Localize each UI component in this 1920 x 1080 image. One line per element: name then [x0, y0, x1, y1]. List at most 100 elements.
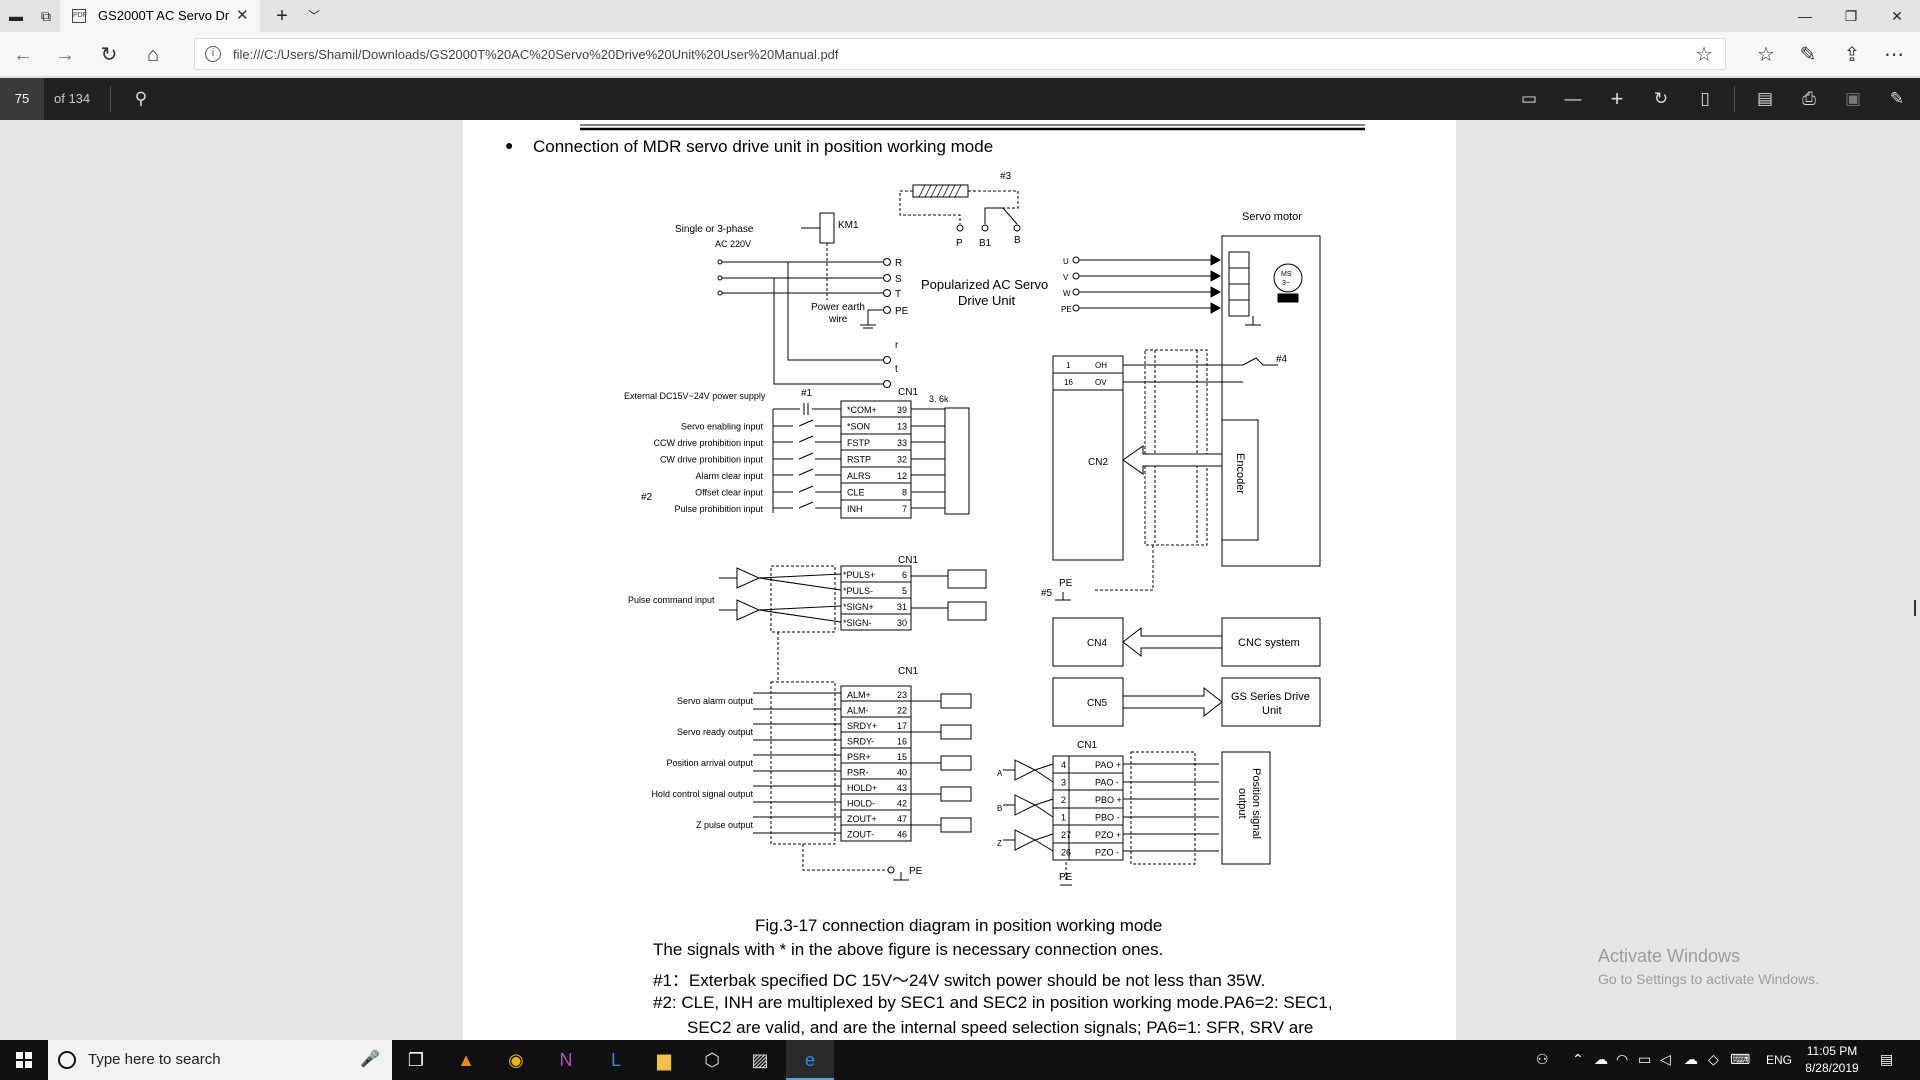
favorite-star-icon[interactable]: ☆: [1695, 44, 1713, 66]
cn1-position-pin: PZO -: [1095, 848, 1119, 858]
paragraph-4: SEC2 are valid, and are the internal spe…: [687, 1018, 1314, 1037]
cn1-input-num: 12: [897, 471, 907, 481]
pen-notes-icon[interactable]: ✎: [1799, 44, 1817, 66]
cn1-label-position: CN1: [1077, 740, 1097, 751]
drive-unit-label-1: Popularized AC Servo: [921, 277, 1048, 292]
print-icon[interactable]: ⎙: [1802, 89, 1816, 108]
forward-icon[interactable]: →: [55, 44, 75, 66]
start-button[interactable]: [0, 1040, 48, 1080]
clock-date: 8/28/2019: [1805, 1061, 1859, 1075]
file-explorer-icon[interactable]: ▆: [657, 1050, 671, 1070]
onedrive-icon[interactable]: ☁: [1594, 1051, 1608, 1067]
zoom-out-icon[interactable]: —: [1564, 89, 1582, 108]
cn1-position-pin: PBO +: [1095, 795, 1122, 805]
restore-icon[interactable]: ❐: [1844, 8, 1858, 24]
back-icon[interactable]: ←: [13, 44, 33, 66]
battery-icon[interactable]: ▭: [1638, 1051, 1652, 1067]
more-icon[interactable]: ⋯: [1884, 44, 1904, 66]
save-icon[interactable]: ▣: [1844, 89, 1862, 108]
read-aloud-icon[interactable]: ▤: [1756, 89, 1774, 108]
terminal-t: T: [895, 289, 901, 300]
page-total: of 134: [54, 91, 91, 106]
tab-pdf[interactable]: PDF GS2000T AC Servo Drive ✕: [60, 0, 260, 32]
cn1-label-inputs: CN1: [898, 387, 918, 398]
url-text[interactable]: file:///C:/Users/Shamil/Downloads/GS2000…: [233, 47, 839, 62]
cn1-output-label: Servo alarm output: [677, 696, 754, 706]
tabs-aside-icon[interactable]: ⧉: [41, 8, 51, 24]
refresh-icon[interactable]: ↻: [100, 44, 118, 66]
cnc-system-label: CNC system: [1238, 637, 1300, 649]
cn2-ov: OV: [1095, 378, 1107, 387]
3d-viewer-icon[interactable]: ⬡: [704, 1050, 720, 1070]
clock[interactable]: 11:05 PM 8/28/2019: [1792, 1043, 1872, 1077]
drive-unit-label-2: Drive Unit: [958, 293, 1015, 308]
tray-chevron-icon[interactable]: ⌃: [1572, 1051, 1584, 1067]
note-5: #5: [1041, 588, 1053, 599]
page-number-input[interactable]: 75: [0, 78, 44, 120]
tab-close-icon[interactable]: ✕: [236, 7, 249, 24]
cn1-input-pin: ALRS: [847, 471, 871, 481]
navigation-bar: ← → ↻ ⌂ i file:///C:/Users/Shamil/Downlo…: [0, 32, 1920, 77]
taskbar-search[interactable]: Type here to search 🎤: [48, 1040, 392, 1080]
window-close-icon[interactable]: ✕: [1891, 8, 1903, 24]
cn1-position-pin: PBO -: [1095, 813, 1120, 823]
cn1-input-label: Pulse prohibition input: [674, 504, 763, 514]
cn1-pulse-num: 30: [897, 618, 907, 628]
tab-actions-icon[interactable]: ▬: [9, 8, 23, 24]
notifications-icon[interactable]: ▤: [1880, 1051, 1894, 1067]
terminal-r-small: r: [895, 340, 899, 351]
task-view-icon[interactable]: ❐: [407, 1050, 425, 1070]
cn1-output-num: 47: [897, 814, 907, 824]
cn1-position-num: 3: [1061, 778, 1066, 788]
lync-icon[interactable]: L: [610, 1050, 621, 1070]
cn1-output-pin: SRDY+: [847, 721, 877, 731]
minimize-icon[interactable]: —: [1798, 8, 1812, 24]
phase-u: U: [1063, 257, 1069, 266]
dropbox-icon[interactable]: ◇: [1708, 1051, 1719, 1067]
save-as-icon[interactable]: ✎: [1889, 89, 1905, 108]
volume-icon[interactable]: ◁: [1660, 1051, 1671, 1067]
gs-drive-label-1: GS Series Drive: [1231, 691, 1310, 703]
cn2-pin-1: 1: [1066, 361, 1071, 370]
people-icon[interactable]: ⚇: [1536, 1051, 1549, 1067]
cn1-input-pin: FSTP: [847, 438, 870, 448]
motor-phase-label: 3~: [1282, 280, 1290, 287]
new-tab-icon[interactable]: +: [276, 5, 288, 27]
ac220-label: AC 220V: [715, 239, 751, 249]
search-icon[interactable]: ⚲: [134, 89, 148, 108]
chrome-icon[interactable]: ◉: [508, 1050, 524, 1070]
page-view-icon[interactable]: ▯: [1700, 89, 1710, 108]
tab-list-chevron-icon[interactable]: ﹀: [307, 9, 320, 23]
language-indicator[interactable]: ENG: [1766, 1053, 1793, 1067]
encoder-label: Encoder: [1234, 453, 1246, 494]
cn1-output-num: 40: [897, 768, 907, 778]
fit-page-icon[interactable]: ▭: [1520, 89, 1538, 108]
cn1-output-label: Z pulse output: [696, 820, 754, 830]
onenote-icon[interactable]: N: [559, 1050, 573, 1070]
cn1-position-num: 4: [1061, 760, 1066, 770]
wifi-icon[interactable]: ◠: [1616, 1051, 1629, 1067]
connection-diagram: #3 P B1 B KM1 Single or 3-phase AC 220V …: [580, 124, 1365, 886]
address-bar[interactable]: i file:///C:/Users/Shamil/Downloads/GS20…: [194, 38, 1726, 70]
pdf-favicon-icon: PDF: [72, 9, 87, 23]
cloud-sync-icon[interactable]: ☁: [1684, 1051, 1698, 1067]
microphone-icon[interactable]: 🎤: [360, 1051, 380, 1068]
home-icon[interactable]: ⌂: [146, 44, 160, 66]
pdf-viewer[interactable]: #3 P B1 B KM1 Single or 3-phase AC 220V …: [0, 120, 1920, 1040]
edge-icon[interactable]: e: [786, 1040, 834, 1080]
scrollbar-indicator[interactable]: [1914, 600, 1916, 616]
cn1-input-pin: RSTP: [847, 455, 871, 465]
note-1: #1: [801, 388, 813, 399]
rotate-icon[interactable]: ↻: [1653, 89, 1669, 108]
vlc-icon[interactable]: ▲: [457, 1050, 475, 1070]
cn1-input-label: CCW drive prohibition input: [653, 438, 763, 448]
photos-icon[interactable]: ▨: [751, 1050, 769, 1070]
keyboard-icon[interactable]: ⌨: [1730, 1051, 1751, 1067]
toolbar-divider: [1734, 86, 1735, 112]
motor-ms-label: MS: [1281, 271, 1292, 278]
zoom-in-icon[interactable]: +: [1610, 86, 1624, 111]
share-icon[interactable]: ⇪: [1843, 44, 1861, 66]
favorites-list-icon[interactable]: ☆: [1757, 44, 1775, 66]
site-info-icon[interactable]: i: [205, 46, 221, 62]
tab-bar: ▬ ⧉ PDF GS2000T AC Servo Drive ✕ + ﹀ — ❐…: [0, 0, 1920, 32]
